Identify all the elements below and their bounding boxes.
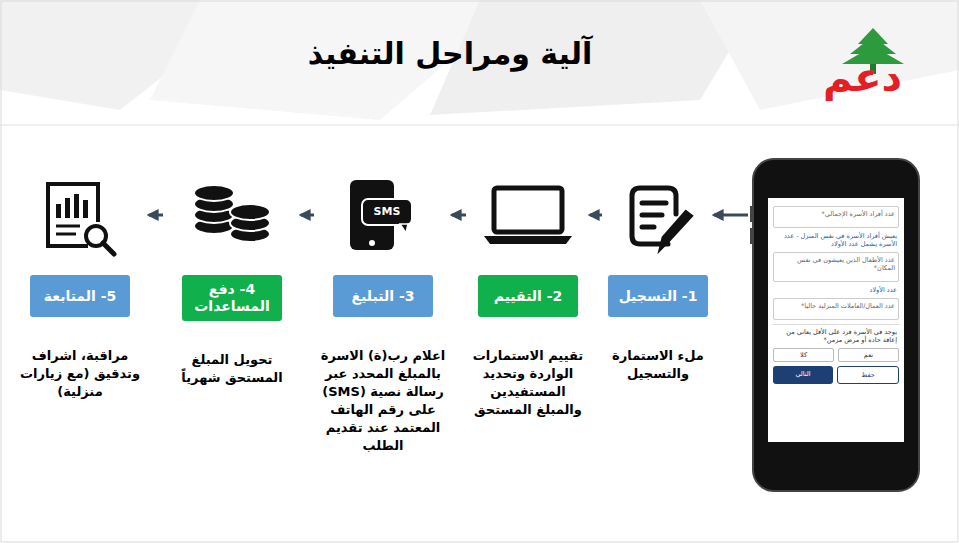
stage-column: 5- المتابعة مراقبة، اشراف وتدقيق (مع زيار… xyxy=(15,180,145,401)
flow-arrow xyxy=(149,214,163,217)
background-shape xyxy=(700,0,959,110)
coins-icon xyxy=(194,185,270,242)
form-choice: نعم xyxy=(838,348,899,362)
stage-description: ملء الاستمارة والتسجيل xyxy=(606,347,710,383)
form-field: عدد الأطفال الذين يعيشون في نفس المكان* xyxy=(773,252,899,282)
form-row: يوجد في الأسرة فرد على الأقل يعاني من إع… xyxy=(773,324,899,344)
icon-space xyxy=(606,180,710,275)
form-icon xyxy=(632,188,690,246)
form-choice: كلا xyxy=(773,348,834,362)
form-nav: التالي xyxy=(773,366,833,384)
stage-label: 1- التسجيل xyxy=(608,275,708,317)
stage-column: 4- دفع المساعدات تحويل المبلغ المستحق شهر… xyxy=(167,180,297,387)
form-row: حفظالتالي xyxy=(773,366,899,384)
stage-description: اعلام رب(ة) الاسرة بالمبلغ المحدد عبر رس… xyxy=(318,347,448,455)
form-field: عدد أفراد الأسرة الإجمالي* xyxy=(773,206,899,228)
flow-arrow xyxy=(452,214,466,217)
stage-column: 1- التسجيل ملء الاستمارة والتسجيل xyxy=(606,180,710,383)
form-row: عدد أفراد الأسرة الإجمالي* xyxy=(773,206,899,228)
slide-title: آلية ومراحل التنفيذ xyxy=(170,36,730,71)
sms-phone-icon xyxy=(350,180,412,250)
stage-description: تقييم الاستمارات الواردة وتحديد المستفيد… xyxy=(470,347,586,419)
laptop-icon xyxy=(484,188,572,244)
form-nav: حفظ xyxy=(837,366,899,384)
stage-label: 4- دفع المساعدات xyxy=(182,275,282,321)
sms-label: SMS xyxy=(364,205,410,219)
form-hint: عدد الأولاد xyxy=(773,286,899,294)
stage-column: 2- التقييم تقييم الاستمارات الواردة وتحدي… xyxy=(470,180,586,419)
phone-screen: عدد أفراد الأسرة الإجمالي* يعيش أفراد الأ… xyxy=(768,198,904,442)
stage-column: 3- التبليغ اعلام رب(ة) الاسرة بالمبلغ الم… xyxy=(318,180,448,455)
stage-label: 2- التقييم xyxy=(478,275,578,317)
form-row: نعم كلا xyxy=(773,348,899,362)
form-row: عدد الأطفال الذين يعيشون في نفس المكان* xyxy=(773,252,899,282)
stage-description: مراقبة، اشراف وتدقيق (مع زيارات منزلية) xyxy=(15,347,145,401)
form-row: عدد الأولاد xyxy=(773,286,899,294)
icon-space xyxy=(15,180,145,275)
flow-arrow xyxy=(714,214,748,217)
icon-space xyxy=(167,180,297,275)
stage-label: 3- التبليغ xyxy=(333,275,433,317)
form-row: عدد العمال/العاملات المنزلية حاليا* xyxy=(773,298,899,320)
flow-arrow xyxy=(301,214,314,217)
stage-description: تحويل المبلغ المستحق شهرياً xyxy=(167,351,297,387)
form-question: يوجد في الأسرة فرد على الأقل يعاني من إع… xyxy=(773,324,899,344)
phone-form: عدد أفراد الأسرة الإجمالي* يعيش أفراد الأ… xyxy=(752,158,920,492)
form-field: عدد العمال/العاملات المنزلية حاليا* xyxy=(773,298,899,320)
icon-space xyxy=(470,180,586,275)
form-hint: يعيش أفراد الأسرة في نفس المنزل - عدد ال… xyxy=(773,232,899,248)
stage-label: 5- المتابعة xyxy=(30,275,130,317)
flow-arrow xyxy=(590,214,602,217)
logo-text: دعم xyxy=(800,54,925,100)
icon-space xyxy=(318,180,448,275)
background-line xyxy=(0,124,959,126)
report-icon xyxy=(48,184,114,254)
form-row: يعيش أفراد الأسرة في نفس المنزل - عدد ال… xyxy=(773,232,899,248)
